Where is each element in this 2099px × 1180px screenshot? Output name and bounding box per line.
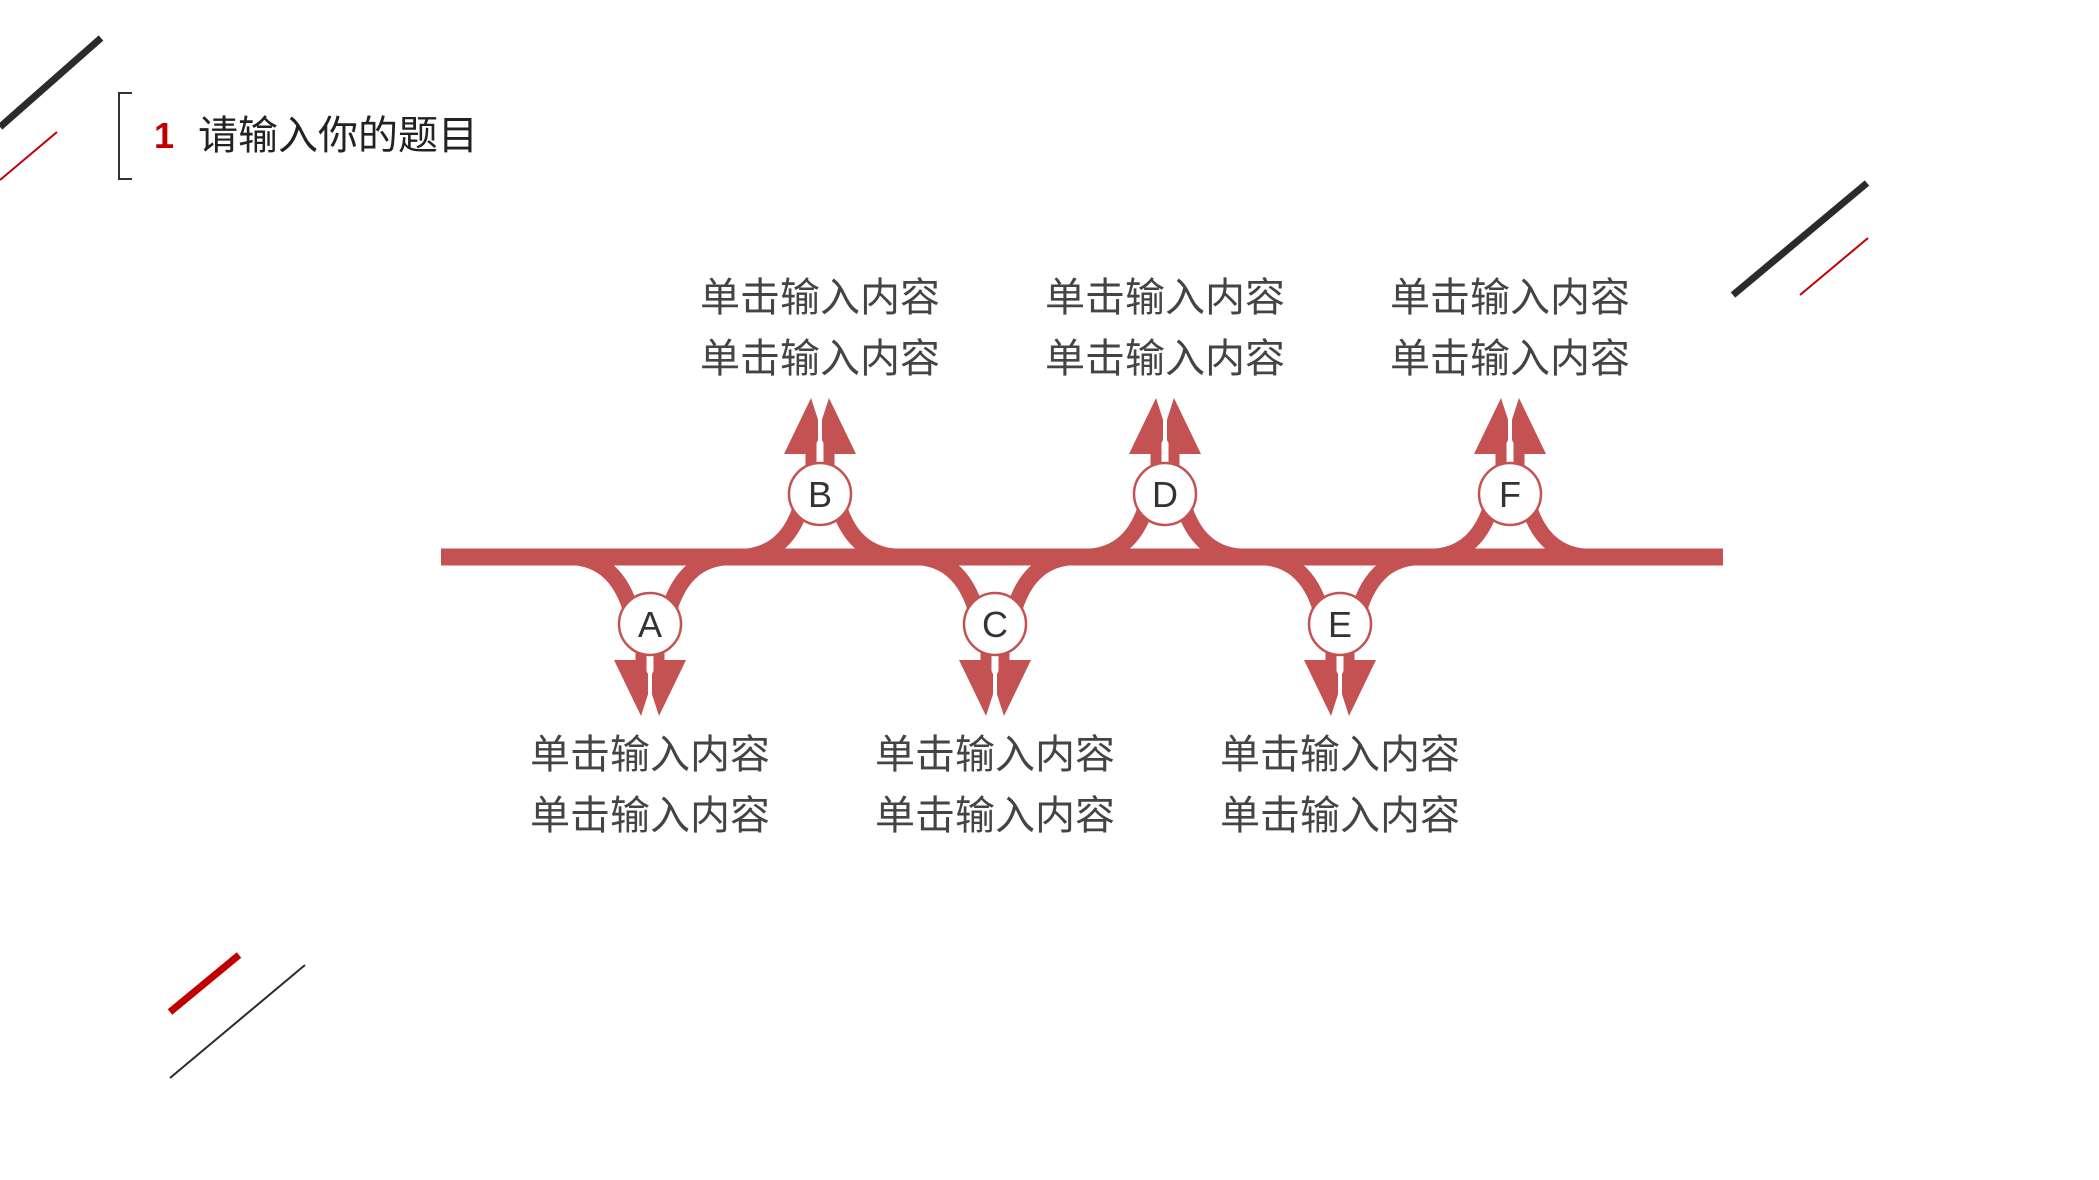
label-line: 单击输入内容 [530,733,770,777]
node-d-branch: D [1082,398,1248,565]
label-line: 单击输入内容 [875,733,1115,777]
node-f-letter: F [1499,474,1521,515]
node-b-letter: B [808,474,832,515]
label-line: 单击输入内容 [1390,337,1630,381]
arrow-head [614,660,652,716]
arrow-head [1129,398,1167,454]
node-a-circle [617,591,683,657]
node-c-circle [962,591,1028,657]
node-d-circle [1132,461,1198,527]
node-a-letter: A [638,604,662,645]
arrow-head [959,660,997,716]
node-f-circle [1477,461,1543,527]
title-number: 1 [154,115,175,156]
node-e-letter: E [1328,604,1352,645]
label-line: 单击输入内容 [1390,276,1630,320]
label-line: 单击输入内容 [1220,794,1460,838]
deco-line-bottom-left-red [167,952,242,1015]
deco-line-top-left-red [0,131,58,181]
deco-line-top-right-dark [1730,180,1870,298]
arrow-head [818,398,856,454]
node-c-branch: C [912,549,1078,716]
label-line: 单击输入内容 [875,794,1115,838]
deco-line-top-right-red [1799,237,1869,296]
page-title[interactable]: 请输入你的题目 [198,114,478,158]
arrow-head [1338,660,1376,716]
title-bracket [118,92,132,180]
arrow-head [648,660,686,716]
deco-line-bottom-left-dark [169,964,306,1079]
label-line: 单击输入内容 [700,337,940,381]
deco-line-top-left-dark [0,35,104,130]
arrow-head [1304,660,1342,716]
node-d-label[interactable]: 单击输入内容单击输入内容 [1015,268,1315,390]
node-e-label[interactable]: 单击输入内容单击输入内容 [1190,725,1490,847]
node-a-branch: A [567,549,733,716]
label-line: 单击输入内容 [530,794,770,838]
arrow-head [1474,398,1512,454]
label-line: 单击输入内容 [1045,276,1285,320]
node-b-label[interactable]: 单击输入内容单击输入内容 [670,268,970,390]
node-e-branch: E [1257,549,1423,716]
label-line: 单击输入内容 [1220,733,1460,777]
node-b-circle [787,461,853,527]
node-a-label[interactable]: 单击输入内容单击输入内容 [500,725,800,847]
arrow-head [784,398,822,454]
node-e-circle [1307,591,1373,657]
label-line: 单击输入内容 [1045,337,1285,381]
arrow-head [993,660,1031,716]
arrow-head [1163,398,1201,454]
label-line: 单击输入内容 [700,276,940,320]
arrow-head [1508,398,1546,454]
node-f-label[interactable]: 单击输入内容单击输入内容 [1360,268,1660,390]
node-b-branch: B [737,398,903,565]
node-f-branch: F [1427,398,1593,565]
node-c-label[interactable]: 单击输入内容单击输入内容 [845,725,1145,847]
node-c-letter: C [982,604,1008,645]
node-d-letter: D [1152,474,1178,515]
